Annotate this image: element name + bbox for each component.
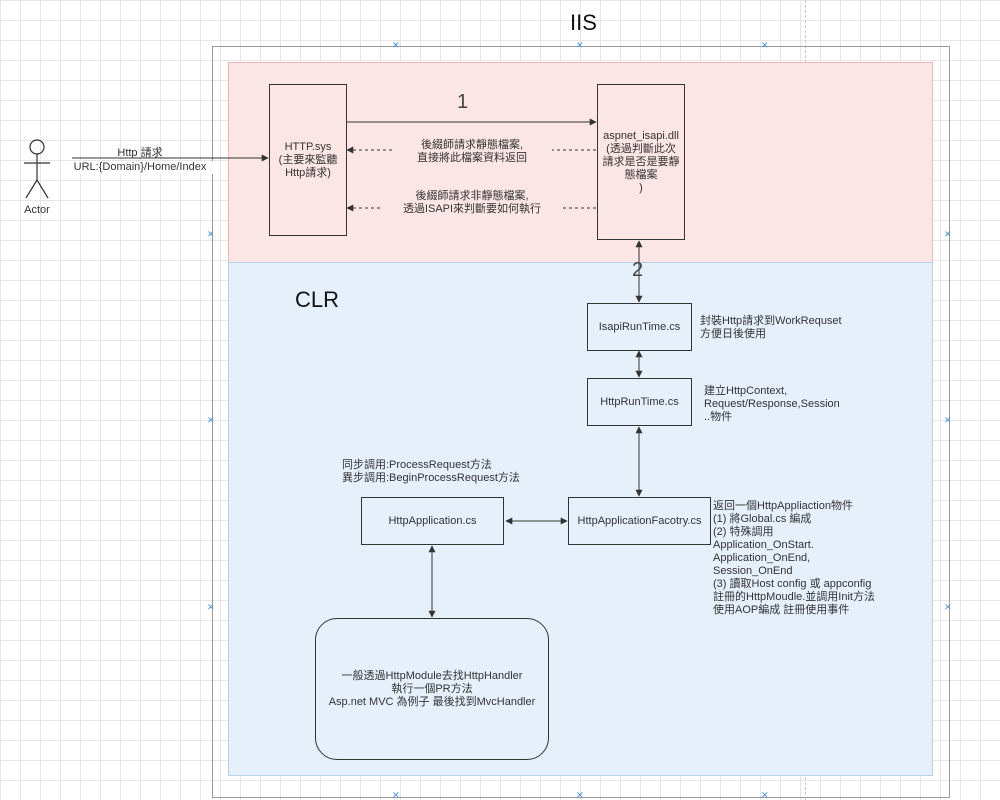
- http-request-line1: Http 請求: [117, 147, 163, 159]
- connection-point-icon: ✕: [207, 229, 215, 239]
- clr-title: CLR: [295, 287, 340, 312]
- http-application-note: 同步調用:ProcessRequest方法 異步調用:BeginProcessR…: [342, 459, 520, 484]
- clr-zone[interactable]: [228, 262, 933, 776]
- http-application-node[interactable]: HttpApplication.cs: [361, 497, 504, 545]
- http-app-factory-node[interactable]: HttpApplicationFacotry.cs: [568, 497, 711, 545]
- connection-point-icon: ✕: [207, 415, 215, 425]
- connection-point-icon: ✕: [207, 602, 215, 612]
- connection-point-icon: ✕: [761, 40, 769, 50]
- aspnet-isapi-node[interactable]: aspnet_isapi.dll (透過判斷此次 請求是否是要靜 態檔案 ): [597, 84, 685, 240]
- http-runtime-note: 建立HttpContext, Request/Response,Session …: [704, 385, 840, 423]
- connection-point-icon: ✕: [944, 602, 952, 612]
- iis-zone[interactable]: [228, 62, 933, 263]
- iis-title: IIS: [570, 10, 597, 35]
- isapi-runtime-note: 封裝Http請求到WorkRequset 方便日後使用: [700, 315, 842, 340]
- step1-label: 1: [457, 91, 469, 113]
- actor-label: Actor: [24, 204, 50, 216]
- actor-figure: [24, 139, 50, 199]
- connection-point-icon: ✕: [392, 790, 400, 800]
- step2-label: 2: [632, 259, 644, 281]
- isapi-runtime-node[interactable]: IsapiRunTime.cs: [587, 303, 692, 351]
- http-runtime-node[interactable]: HttpRunTime.cs: [587, 378, 692, 426]
- iis-frame[interactable]: [212, 46, 950, 798]
- connection-point-icon: ✕: [761, 790, 769, 800]
- module-handler-node[interactable]: 一般透過HttpModule去找HttpHandler 執行一個PR方法 Asp…: [315, 618, 549, 760]
- http-sys-node[interactable]: HTTP.sys (主要來監聽 Http請求): [269, 84, 347, 236]
- connection-point-icon: ✕: [392, 40, 400, 50]
- static-return-label: 後綴師請求靜態檔案, 直接將此檔案資料返回: [392, 139, 552, 165]
- connection-point-icon: ✕: [944, 229, 952, 239]
- non-static-label: 後綴師請求非靜態檔案, 透過ISAPI來判斷要如何執行: [382, 190, 562, 216]
- connection-point-icon: ✕: [944, 415, 952, 425]
- connection-point-icon: ✕: [576, 40, 584, 50]
- connection-point-icon: ✕: [576, 790, 584, 800]
- factory-note: 返回一個HttpAppliaction物件 (1) 將Global.cs 編成 …: [713, 500, 875, 616]
- http-request-line2: URL:{Domain}/Home/Index: [66, 161, 214, 174]
